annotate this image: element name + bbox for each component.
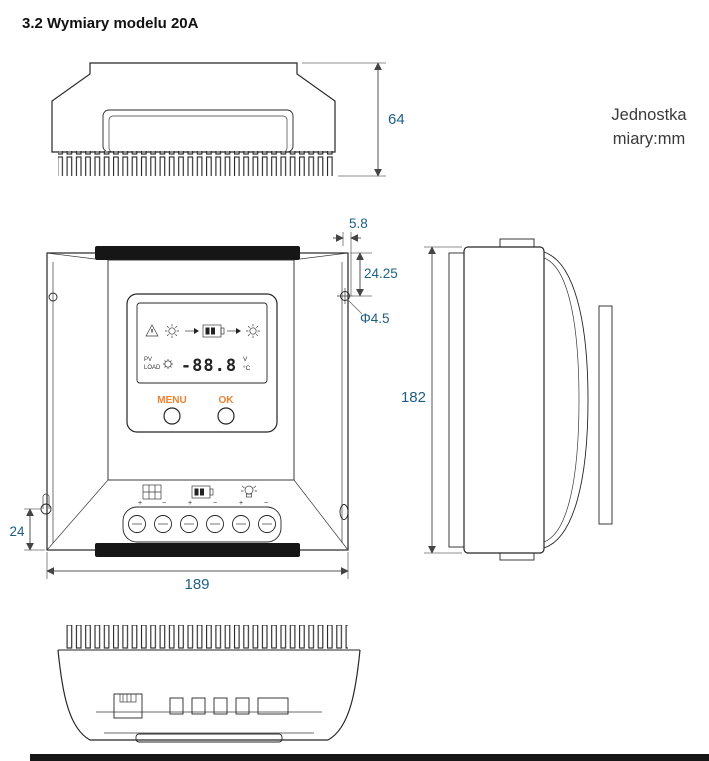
solar-panel-icon — [142, 484, 162, 500]
side-top-tab — [499, 238, 535, 248]
rj45-port — [113, 693, 143, 719]
unit-note-line1: Jednostka — [611, 106, 687, 124]
front-face-panel — [107, 259, 295, 481]
lcd-unit-top: V — [243, 356, 248, 363]
bottom-outline — [57, 649, 361, 741]
terminal-sign-4: − — [213, 500, 217, 507]
lcd-value: -88.8 — [181, 356, 237, 376]
terminal-sign-5: + — [239, 500, 243, 507]
side-back-plate — [448, 252, 465, 548]
ok-button-label: OK — [219, 395, 235, 406]
page-title: 3.2 Wymiary modelu 20A — [22, 15, 199, 32]
dim-24: 24 — [9, 508, 45, 551]
side-view: 182 — [401, 238, 613, 561]
gear-icon — [162, 358, 174, 370]
charge-arrow-icon — [184, 327, 200, 335]
lcd-pv-label: PV — [144, 357, 152, 363]
menu-button[interactable] — [163, 407, 181, 425]
terminal-cutouts — [169, 697, 289, 715]
mounting-hole-top-right — [337, 288, 353, 304]
heatsink-fins-top — [58, 151, 334, 176]
terminal-screws — [128, 515, 276, 533]
side-front-curve-inner — [543, 257, 580, 543]
load-lamp-icon — [245, 323, 261, 339]
pv-sun-icon — [164, 323, 180, 339]
dim-label-hole-edge-offset: 5.8 — [349, 216, 368, 231]
dim-label-body-width: 189 — [184, 576, 209, 593]
top-view: 64 — [51, 62, 405, 177]
mounting-hole-top-left — [48, 292, 58, 302]
dim-label-hole-top-offset: 24.25 — [364, 266, 398, 281]
dim-hole-diameter: Φ4.5 — [346, 298, 390, 326]
bottom-rule — [30, 754, 709, 761]
heatsink-fins-bottom — [66, 625, 348, 650]
side-body — [463, 246, 545, 554]
front-top-cap — [95, 246, 300, 260]
unit-note-line2: miary:mm — [613, 130, 685, 148]
front-view: PV LOAD -88.8 V °C MENU OK + − + − + − — [9, 216, 397, 593]
terminal-sign-6: − — [264, 500, 268, 507]
terminal-sign-3: + — [188, 500, 192, 507]
front-bottom-cap — [95, 543, 300, 557]
dim-24.25: 24.25 — [350, 252, 398, 297]
side-front-curve-outer — [543, 251, 589, 549]
side-cover-strip — [598, 305, 613, 525]
top-view-bezel-inner — [108, 115, 288, 153]
bottom-view — [57, 625, 361, 743]
keyhole-slot-left — [40, 493, 52, 515]
terminal-sign-1: + — [138, 500, 142, 507]
warning-icon — [145, 324, 159, 337]
front-outline — [46, 252, 349, 551]
battery-icon — [202, 324, 225, 338]
lcd-load-label: LOAD — [144, 365, 161, 371]
dim-189: 189 — [46, 552, 349, 593]
dim-label-top-height: 64 — [388, 111, 405, 128]
dim-label-keyhole-offset: 24 — [9, 524, 25, 539]
lcd-unit-bottom: °C — [243, 364, 251, 372]
terminal-sign-2: − — [162, 500, 166, 507]
lcd-bezel — [126, 293, 278, 433]
dim-label-body-height: 182 — [401, 389, 426, 406]
discharge-arrow-icon — [226, 327, 242, 335]
side-bottom-tab — [499, 552, 535, 561]
dim-5.8: 5.8 — [333, 216, 368, 296]
menu-button-label: MENU — [157, 395, 186, 406]
bottom-label-recess — [135, 733, 283, 743]
dim-182: 182 — [401, 246, 462, 554]
battery-terminal-icon — [191, 485, 214, 499]
dim-label-hole-diameter: Φ4.5 — [360, 311, 390, 326]
mounting-slot-bottom-right — [339, 504, 349, 520]
dim-64: 64 — [302, 62, 405, 177]
bulb-icon — [240, 485, 258, 498]
terminal-block — [122, 506, 282, 543]
ok-button[interactable] — [217, 407, 235, 425]
lcd-display — [136, 302, 268, 384]
front-corner-chamfers — [46, 252, 349, 551]
